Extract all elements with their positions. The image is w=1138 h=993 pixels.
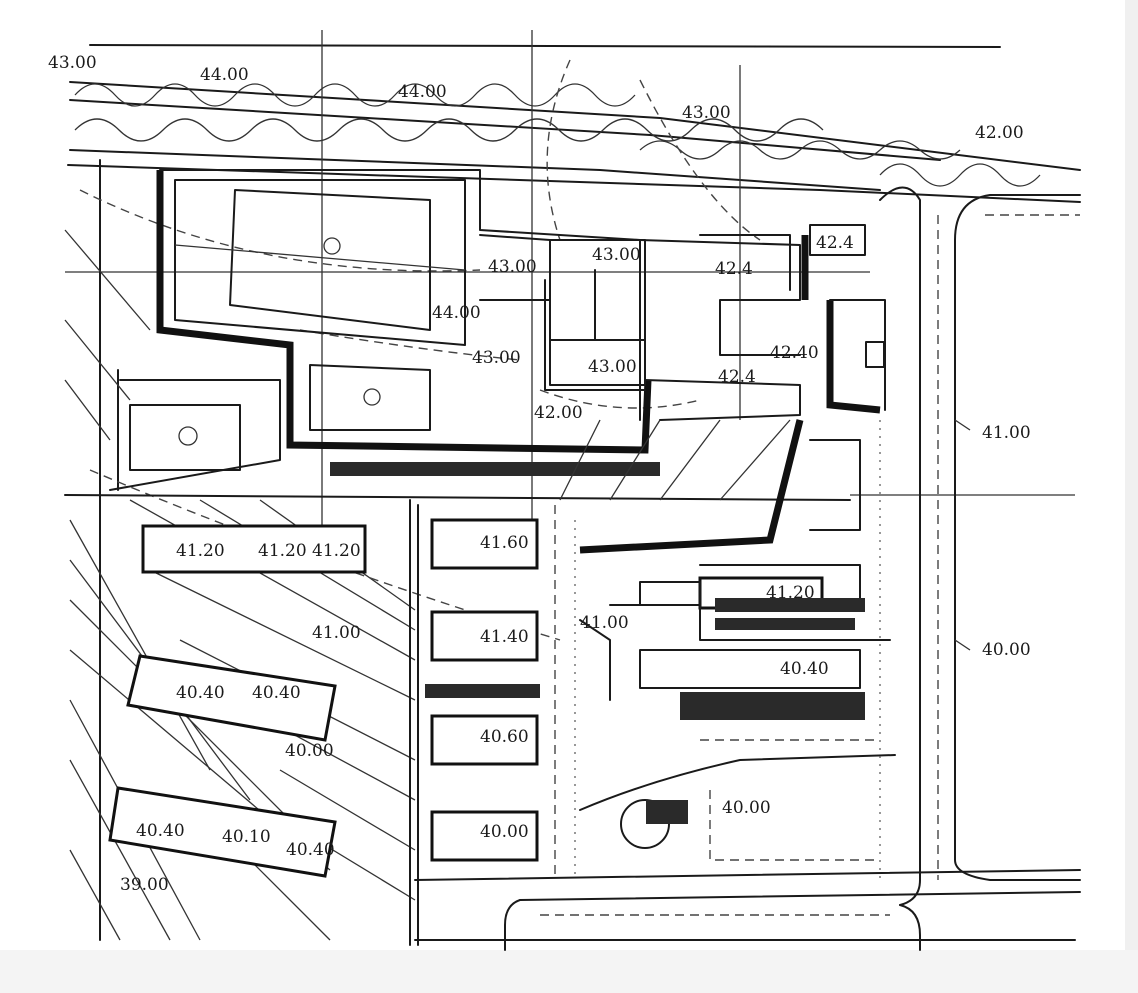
elevation-label: 41.40 [480, 627, 529, 647]
elevation-label: 40.00 [982, 640, 1031, 660]
round-fountain [620, 790, 880, 861]
elevation-labels: 43.00 44.00 44.00 43.00 42.00 42.4 43.00… [48, 53, 1031, 895]
elevation-label: 40.00 [285, 741, 334, 761]
tree-canopy-row [74, 83, 1041, 187]
elevation-label: 42.00 [975, 123, 1024, 143]
elevation-label: 42.4 [816, 233, 854, 253]
east-road [879, 186, 1081, 906]
elevation-label: 41.20 [176, 541, 225, 561]
central-building-1 [430, 518, 539, 570]
elevation-label: 42.00 [534, 403, 583, 423]
right-margin-strip [1125, 0, 1138, 993]
central-building-3 [430, 714, 539, 766]
elevation-label: 43.00 [592, 245, 641, 265]
elevation-label: 43.00 [488, 257, 537, 277]
elevation-label: 39.00 [120, 875, 169, 895]
west-building-row-3 [108, 786, 337, 878]
elevation-label: 42.40 [770, 343, 819, 363]
main-building-complex [109, 169, 886, 491]
elevation-label: 44.00 [432, 303, 481, 323]
elevation-label: 43.00 [682, 103, 731, 123]
central-walkway [409, 499, 556, 946]
elevation-label: 41.20 [258, 541, 307, 561]
elevation-label: 42.4 [718, 367, 756, 387]
central-building-2 [425, 610, 540, 698]
elevation-label: 41.00 [982, 423, 1031, 443]
elevation-label: 40.00 [722, 798, 771, 818]
elevation-label: 41.00 [580, 613, 629, 633]
elevation-label: 40.40 [252, 683, 301, 703]
elevation-label: 41.00 [312, 623, 361, 643]
west-boundary [99, 159, 119, 941]
elevation-label: 40.60 [480, 727, 529, 747]
label-leaders [954, 419, 971, 651]
east-lower-cluster [579, 564, 896, 811]
west-building-row-2 [126, 654, 337, 742]
elevation-label: 41.20 [766, 583, 815, 603]
bottom-margin-strip [0, 950, 1138, 993]
elevation-label: 40.40 [136, 821, 185, 841]
elevation-label: 44.00 [398, 82, 447, 102]
elevation-label: 40.40 [286, 840, 335, 860]
north-road [67, 44, 1081, 203]
elevation-label: 41.20 [312, 541, 361, 561]
elevation-label: 43.00 [48, 53, 97, 73]
grid-lines [65, 30, 1075, 560]
south-road [414, 869, 1081, 951]
elevation-label: 41.60 [480, 533, 529, 553]
elevation-label: 43.00 [472, 348, 521, 368]
central-building-4 [430, 810, 539, 862]
elevation-label: 40.00 [480, 822, 529, 842]
elevation-label: 40.10 [222, 827, 271, 847]
elevation-label: 44.00 [200, 65, 249, 85]
elevation-label: 42.4 [715, 259, 753, 279]
elevation-label: 40.40 [176, 683, 225, 703]
terrace-band [64, 419, 861, 554]
west-building-row-1 [141, 524, 367, 574]
elevation-label: 40.40 [780, 659, 829, 679]
elevation-label: 43.00 [588, 357, 637, 377]
